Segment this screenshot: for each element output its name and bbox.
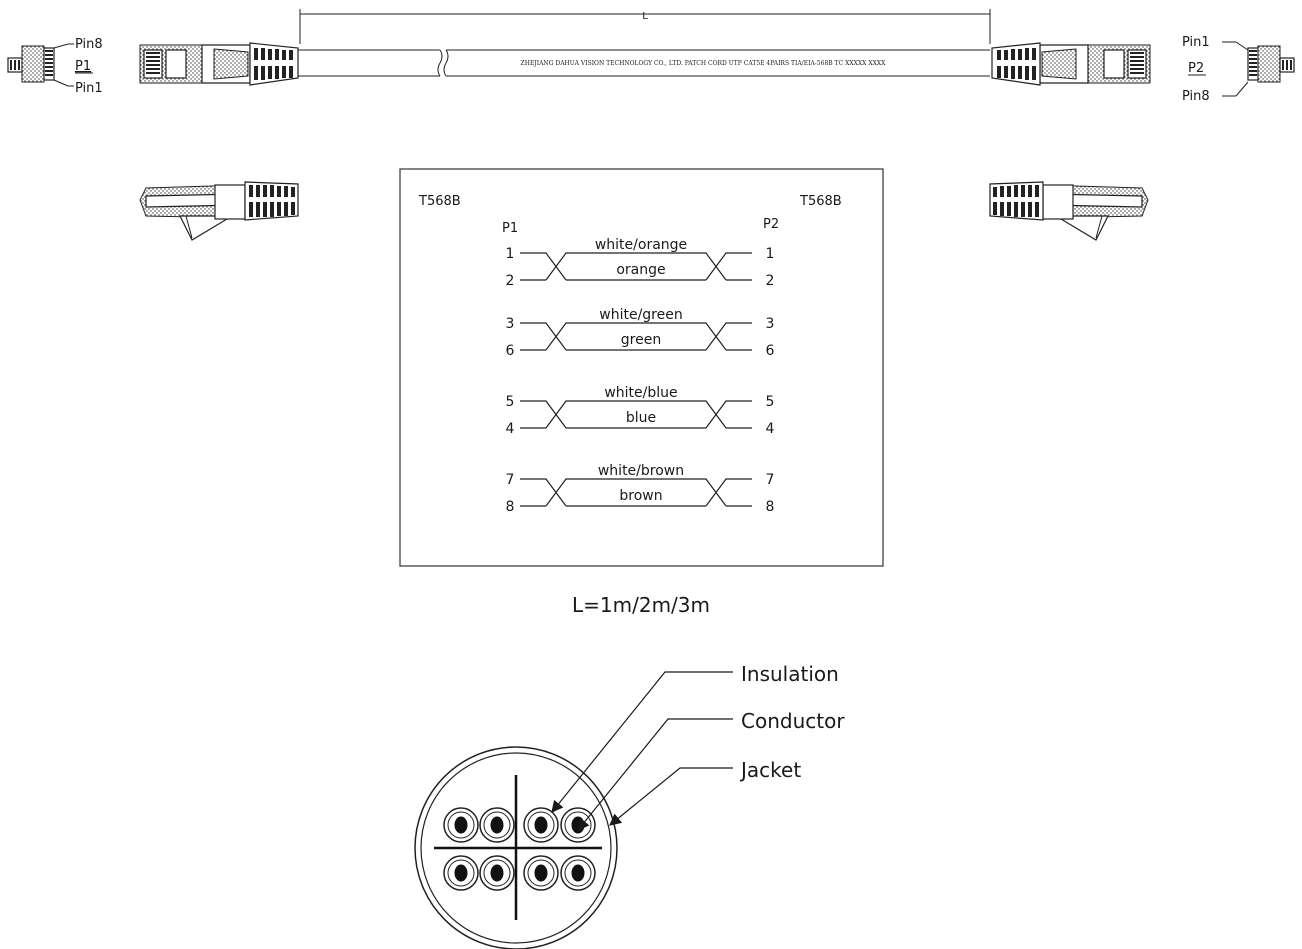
- length-label: L: [642, 11, 648, 22]
- length-dimension: L: [299, 9, 991, 44]
- wire-top-label: white/brown: [598, 463, 684, 479]
- left-pin-top: 3: [506, 316, 515, 332]
- insulation-inner-ring: [527, 859, 555, 887]
- conductor-6: [479, 855, 515, 891]
- left-pin-top: 5: [506, 394, 515, 410]
- cable-print-text: ZHEJIANG DAHUA VISION TECHNOLOGY CO., LT…: [521, 60, 887, 67]
- p1-pin1-label: Pin1: [75, 81, 103, 96]
- conductor-2: [479, 807, 515, 843]
- p2-pin1-label: Pin1: [1182, 35, 1210, 50]
- conductor-label: Conductor: [741, 709, 845, 733]
- right-pin-top: 1: [766, 246, 775, 262]
- insulation-inner-ring: [483, 811, 511, 839]
- jacket-label: Jacket: [739, 758, 801, 782]
- p2-pin8-label: Pin8: [1182, 89, 1210, 104]
- right-main-connector: [991, 42, 1151, 86]
- right-pin-bottom: 6: [766, 343, 775, 359]
- cable-body: ZHEJIANG DAHUA VISION TECHNOLOGY CO., LT…: [298, 49, 990, 77]
- wire-pair-2: 3 6 3 6 white/green green: [506, 307, 775, 359]
- left-pin-bottom: 4: [506, 421, 515, 437]
- insulation-inner-ring: [564, 811, 592, 839]
- left-end-label: P1: [502, 221, 518, 236]
- wire-top-label: white/green: [599, 307, 682, 323]
- conductor-7: [523, 855, 559, 891]
- conductor-core: [490, 864, 504, 882]
- p2-label: P2: [1188, 61, 1204, 76]
- right-pin-bottom: 4: [766, 421, 775, 437]
- conductor-core: [534, 816, 548, 834]
- jacket-inner: [420, 752, 612, 944]
- right-side-plug: [989, 181, 1149, 241]
- length-note: L=1m/2m/3m: [572, 593, 710, 617]
- right-pin-top: 7: [766, 472, 775, 488]
- wire-pairs: 1 2 1 2 white/orange orange 3 6 3 6 white/green gre…: [506, 237, 775, 515]
- right-pin-top: 5: [766, 394, 775, 410]
- left-end-plug: Pin8 P1 Pin1: [7, 37, 103, 96]
- left-pin-top: 1: [506, 246, 515, 262]
- right-end-plug: Pin1 P2 Pin8: [1182, 35, 1295, 104]
- insulation-inner-ring: [564, 859, 592, 887]
- conductor-leader: [577, 718, 733, 831]
- insulation-inner-ring: [447, 811, 475, 839]
- conductor-5: [443, 855, 479, 891]
- left-pin-bottom: 2: [506, 273, 515, 289]
- insulation-leader: [551, 671, 733, 813]
- right-pin-bottom: 2: [766, 273, 775, 289]
- insulation-inner-ring: [527, 811, 555, 839]
- left-pin-top: 7: [506, 472, 515, 488]
- right-pin-bottom: 8: [766, 499, 775, 515]
- wire-top-label: white/blue: [604, 385, 677, 401]
- wire-pair-lines: [520, 322, 752, 351]
- conductor-1: [443, 807, 479, 843]
- wire-bottom-label: green: [621, 332, 661, 348]
- conductor-core: [490, 816, 504, 834]
- insulation-inner-ring: [483, 859, 511, 887]
- wire-pair-lines: [520, 400, 752, 429]
- right-end-label: P2: [763, 217, 779, 232]
- cable-cross-section: Insulation Conductor Jacket: [414, 662, 845, 949]
- right-pin-top: 3: [766, 316, 775, 332]
- cable-assembly: L ZHEJIANG DAHUA VISION TECHNOLOGY CO., …: [7, 9, 1295, 104]
- conductor-core: [571, 864, 585, 882]
- wire-bottom-label: blue: [626, 410, 656, 426]
- cross-section-callouts: Insulation Conductor Jacket: [551, 662, 845, 831]
- conductor-3: [523, 807, 559, 843]
- conductor-core: [534, 864, 548, 882]
- wire-pair-lines: [520, 478, 752, 507]
- wire-pair-4: 7 8 7 8 white/brown brown: [506, 463, 775, 515]
- conductor-core: [454, 864, 468, 882]
- p1-label: P1: [75, 59, 91, 74]
- insulation-inner-ring: [447, 859, 475, 887]
- left-side-plug: [139, 181, 299, 241]
- right-standard-label: T568B: [799, 194, 842, 209]
- left-pin-bottom: 8: [506, 499, 515, 515]
- wire-pair-1: 1 2 1 2 white/orange orange: [506, 237, 775, 289]
- conductor-4: [560, 807, 596, 843]
- conductor-8: [560, 855, 596, 891]
- wire-bottom-label: orange: [616, 262, 665, 278]
- wire-pair-3: 5 4 5 4 white/blue blue: [506, 385, 775, 437]
- jacket-leader: [609, 767, 733, 826]
- left-main-connector: [139, 42, 299, 86]
- wire-pair-lines: [520, 252, 752, 281]
- left-standard-label: T568B: [418, 194, 461, 209]
- p1-pin8-label: Pin8: [75, 37, 103, 52]
- wire-bottom-label: brown: [619, 488, 662, 504]
- wire-top-label: white/orange: [595, 237, 687, 253]
- left-pin-bottom: 6: [506, 343, 515, 359]
- conductor-core: [454, 816, 468, 834]
- insulation-label: Insulation: [741, 662, 839, 686]
- wiring-diagram-box: T568B T568B P1 P2 1 2 1 2 white/orange orange…: [399, 168, 884, 567]
